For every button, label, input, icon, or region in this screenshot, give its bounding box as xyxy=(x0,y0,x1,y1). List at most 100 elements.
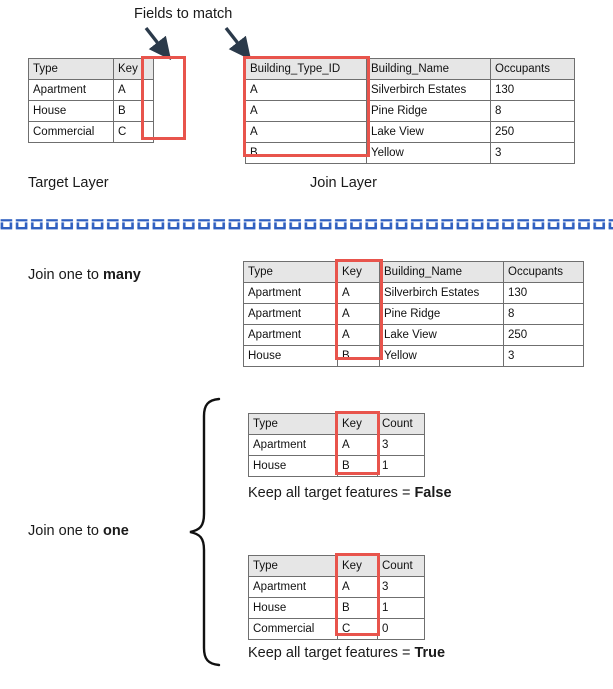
table-row: A Silverbirch Estates 130 xyxy=(245,79,575,101)
one-to-one-true-table: Type Key Count Apartment A 3 House B 1 C… xyxy=(248,555,425,640)
keep-true-emphasis: True xyxy=(414,645,446,661)
cell-building-type-id: A xyxy=(245,121,367,143)
table-row: House B xyxy=(28,100,154,122)
cell-type: Commercial xyxy=(248,618,338,640)
table-row: B Yellow 3 xyxy=(245,142,575,164)
join-one-to-many-emphasis: many xyxy=(102,267,141,283)
keep-false-prefix: Keep all target features = xyxy=(248,485,415,501)
cell-building-name: Pine Ridge xyxy=(379,303,504,325)
cell-building-name: Lake View xyxy=(366,121,491,143)
cell-type: Apartment xyxy=(248,434,338,456)
column-header-building-name: Building_Name xyxy=(379,261,504,283)
cell-key: B xyxy=(337,455,378,477)
cell-type: Apartment xyxy=(248,576,338,598)
keep-false-emphasis: False xyxy=(414,485,452,501)
table-row: Commercial C xyxy=(28,121,154,143)
cell-occupants: 8 xyxy=(490,100,575,122)
cell-occupants: 3 xyxy=(503,345,584,367)
keep-all-target-features-false-label: Keep all target features = False xyxy=(248,485,452,501)
cell-key: B xyxy=(337,345,380,367)
cell-count: 0 xyxy=(377,618,425,640)
table-header-row: Building_Type_ID Building_Name Occupants xyxy=(245,58,575,80)
one-to-one-false-table: Type Key Count Apartment A 3 House B 1 xyxy=(248,413,425,477)
table-row: House B 1 xyxy=(248,597,425,619)
column-header-type: Type xyxy=(248,555,338,577)
cell-occupants: 8 xyxy=(503,303,584,325)
cell-building-name: Yellow xyxy=(379,345,504,367)
cell-type: Apartment xyxy=(243,282,338,304)
cell-building-type-id: A xyxy=(245,79,367,101)
column-header-occupants: Occupants xyxy=(490,58,575,80)
cell-type: Apartment xyxy=(243,324,338,346)
cell-building-type-id: A xyxy=(245,100,367,122)
table-row: A Lake View 250 xyxy=(245,121,575,143)
table-row: A Pine Ridge 8 xyxy=(245,100,575,122)
target-layer-table: Type Key Apartment A House B Commercial … xyxy=(28,58,154,143)
keep-all-target-features-true-label: Keep all target features = True xyxy=(248,645,445,661)
one-to-one-true-table-wrap: Type Key Count Apartment A 3 House B 1 C… xyxy=(248,553,425,640)
cell-count: 1 xyxy=(377,455,425,477)
table-row: Apartment A Silverbirch Estates 130 xyxy=(243,282,584,304)
cell-building-name: Yellow xyxy=(366,142,491,164)
cell-building-type-id: B xyxy=(245,142,367,164)
table-row: House B 1 xyxy=(248,455,425,477)
cell-building-name: Silverbirch Estates xyxy=(379,282,504,304)
column-header-building-name: Building_Name xyxy=(366,58,491,80)
cell-count: 3 xyxy=(377,576,425,598)
table-header-row: Type Key Building_Name Occupants xyxy=(243,261,584,283)
cell-key: A xyxy=(337,282,380,304)
cell-type: House xyxy=(248,597,338,619)
curly-brace-icon xyxy=(186,396,222,668)
join-layer-table-wrap: Building_Type_ID Building_Name Occupants… xyxy=(243,56,575,164)
table-row: Apartment A 3 xyxy=(248,434,425,456)
keep-true-prefix: Keep all target features = xyxy=(248,645,415,661)
table-row: Apartment A Lake View 250 xyxy=(243,324,584,346)
cell-key: A xyxy=(337,434,378,456)
target-layer-caption: Target Layer xyxy=(28,175,109,191)
column-header-count: Count xyxy=(377,555,425,577)
cell-building-name: Pine Ridge xyxy=(366,100,491,122)
table-header-row: Type Key Count xyxy=(248,555,425,577)
join-one-to-one-emphasis: one xyxy=(102,523,129,539)
cell-key: A xyxy=(337,324,380,346)
cell-key: B xyxy=(113,100,154,122)
cell-building-name: Lake View xyxy=(379,324,504,346)
join-one-to-one-label: Join one to one xyxy=(28,523,129,539)
cell-type: House xyxy=(243,345,338,367)
join-one-to-one-prefix: Join one to xyxy=(28,523,103,539)
cell-key: C xyxy=(113,121,154,143)
table-row: Apartment A xyxy=(28,79,154,101)
column-header-key: Key xyxy=(337,261,380,283)
column-header-occupants: Occupants xyxy=(503,261,584,283)
column-header-type: Type xyxy=(28,58,114,80)
arrow-down-right-icon xyxy=(140,26,190,61)
column-header-type: Type xyxy=(248,413,338,435)
table-row: Apartment A 3 xyxy=(248,576,425,598)
cell-count: 1 xyxy=(377,597,425,619)
cell-occupants: 130 xyxy=(503,282,584,304)
join-layer-table: Building_Type_ID Building_Name Occupants… xyxy=(245,58,575,164)
column-header-key: Key xyxy=(337,413,378,435)
target-layer-table-wrap: Type Key Apartment A House B Commercial … xyxy=(28,56,186,143)
join-one-to-many-prefix: Join one to xyxy=(28,267,103,283)
table-header-row: Type Key xyxy=(28,58,154,80)
cell-key: A xyxy=(337,303,380,325)
cell-key: A xyxy=(113,79,154,101)
table-row: Apartment A Pine Ridge 8 xyxy=(243,303,584,325)
cell-occupants: 130 xyxy=(490,79,575,101)
fields-to-match-label: Fields to match xyxy=(134,6,233,22)
table-row: Commercial C 0 xyxy=(248,618,425,640)
arrow-down-left-icon xyxy=(218,26,268,61)
dashed-divider-icon xyxy=(0,218,613,231)
join-one-to-many-label: Join one to many xyxy=(28,267,141,283)
column-header-key: Key xyxy=(113,58,154,80)
cell-type: House xyxy=(28,100,114,122)
cell-occupants: 250 xyxy=(503,324,584,346)
cell-type: Apartment xyxy=(28,79,114,101)
cell-occupants: 3 xyxy=(490,142,575,164)
one-to-many-result-table-wrap: Type Key Building_Name Occupants Apartme… xyxy=(243,259,584,367)
cell-key: B xyxy=(337,597,378,619)
cell-key: C xyxy=(337,618,378,640)
join-layer-caption: Join Layer xyxy=(310,175,377,191)
column-header-count: Count xyxy=(377,413,425,435)
